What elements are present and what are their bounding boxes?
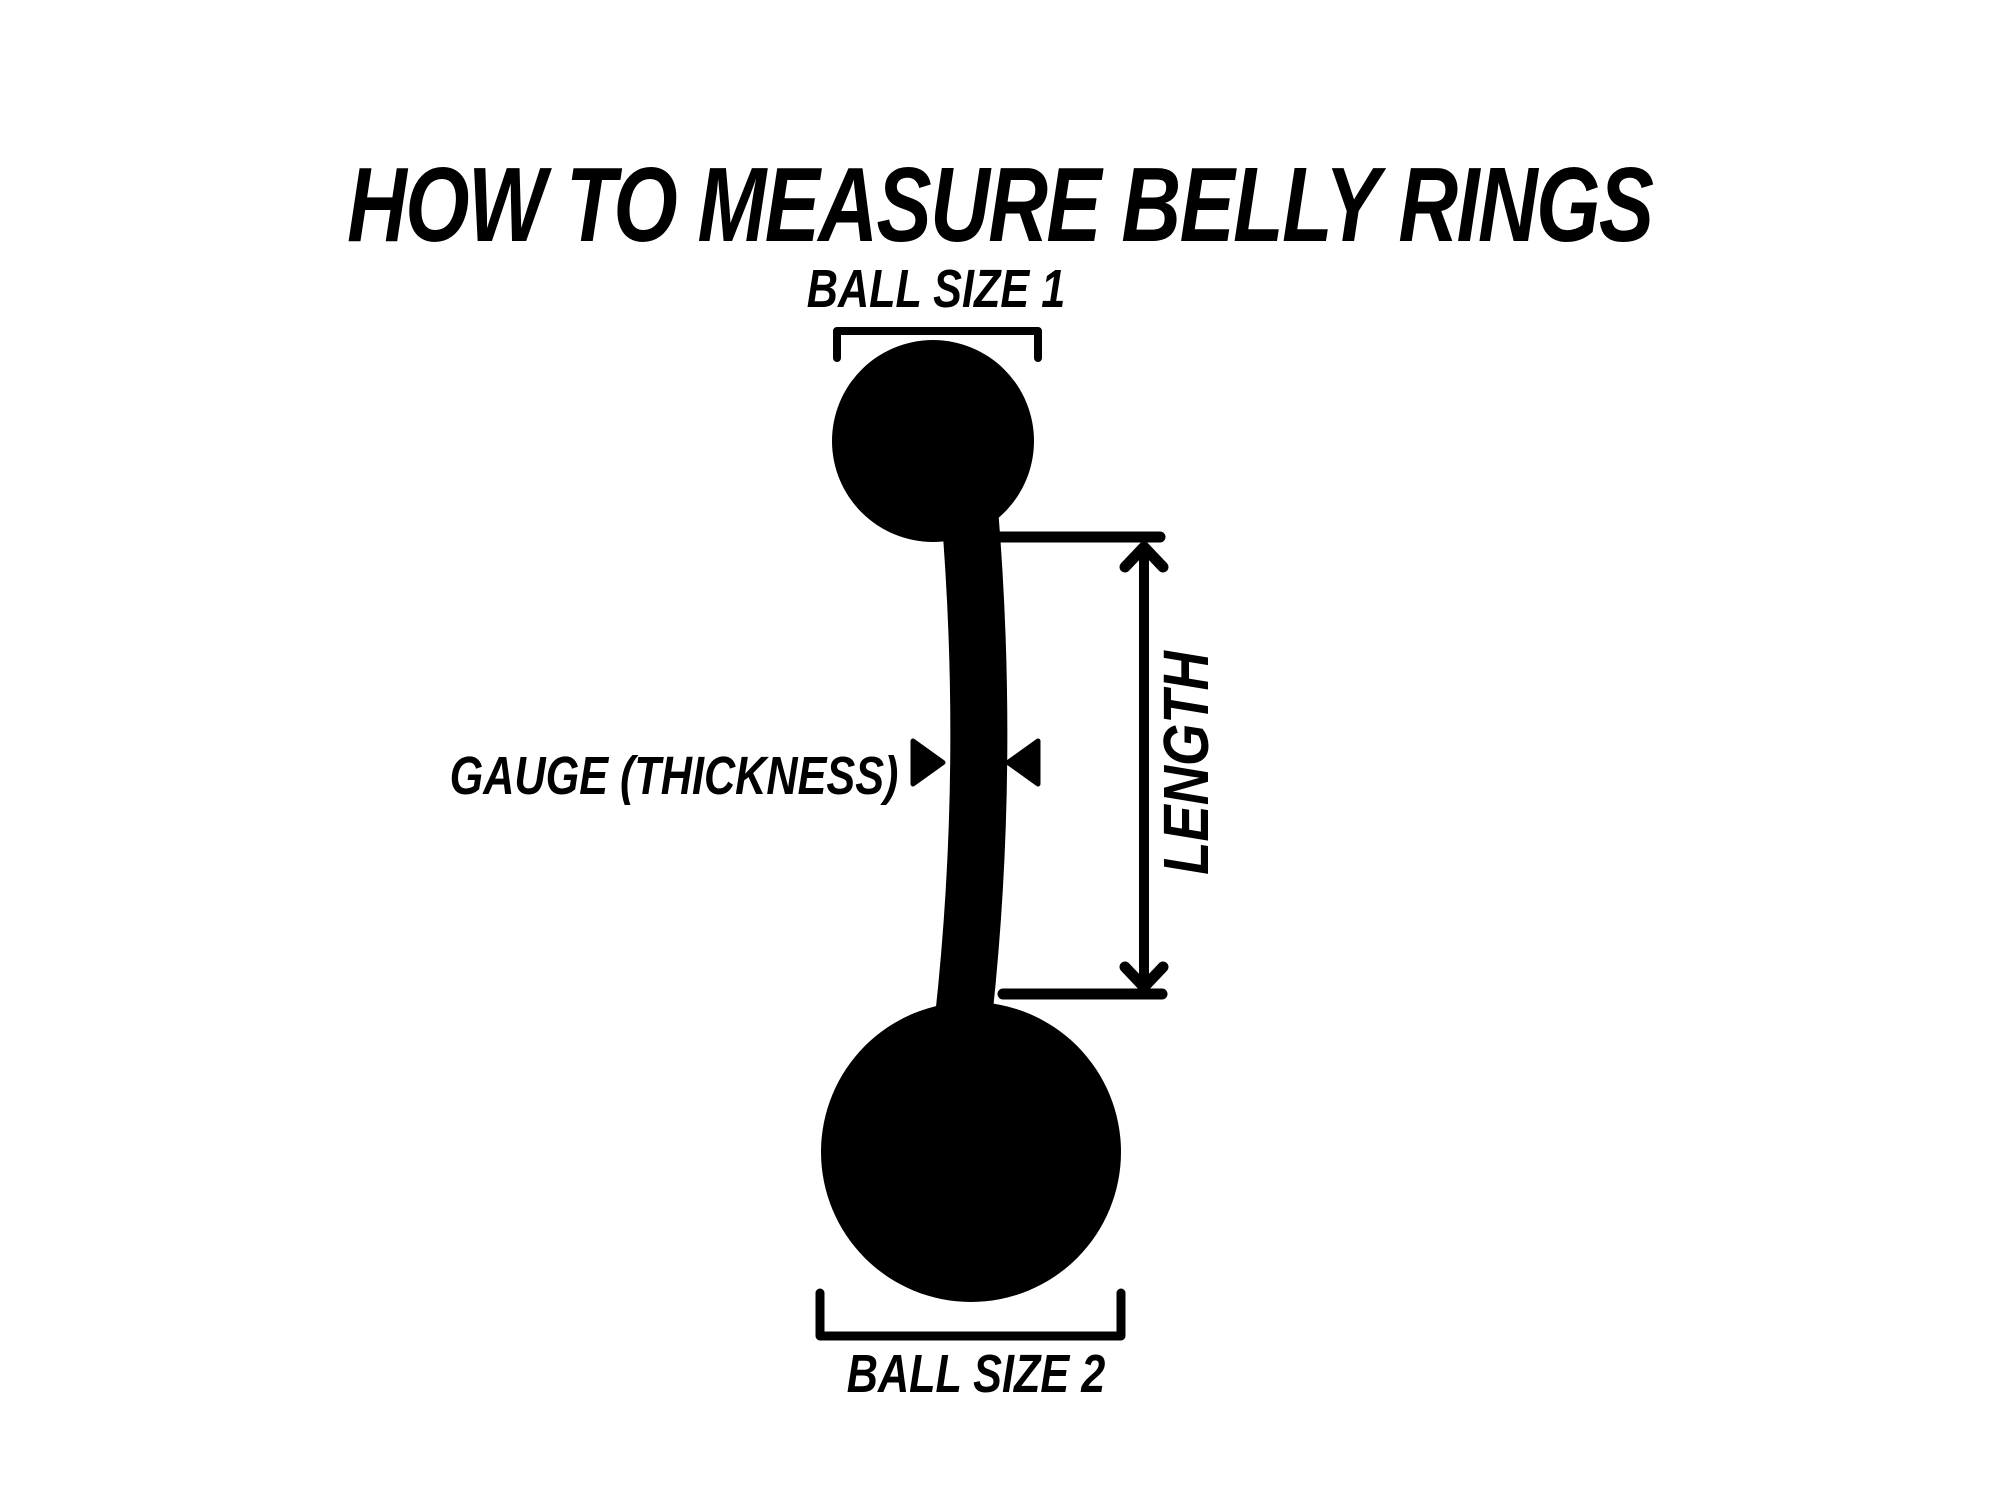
- ball-1: [832, 340, 1034, 542]
- length-label: LENGTH: [1150, 651, 1222, 875]
- length-arrowhead-bottom: [1119, 961, 1169, 993]
- ball-size-1-label: BALL SIZE 1: [806, 259, 1066, 319]
- ball-2: [821, 1002, 1121, 1302]
- ball-size-1-bracket: [833, 327, 1042, 362]
- page-title-text: HOW TO MEASURE BELLY RINGS: [347, 146, 1654, 264]
- gauge-arrow-right: [1005, 738, 1041, 787]
- ball-size-2-label: BALL SIZE 2: [846, 1344, 1106, 1404]
- barbell-shaft: [932, 467, 1008, 1044]
- gauge-label: GAUGE (THICKNESS): [449, 746, 899, 806]
- length-arrowhead-top: [1119, 541, 1169, 573]
- length-arrow: [1119, 541, 1169, 993]
- ball-size-2-bracket: [815, 1288, 1126, 1341]
- gauge-arrow-left: [910, 738, 946, 787]
- page-title: HOW TO MEASURE BELLY RINGS: [0, 145, 2000, 266]
